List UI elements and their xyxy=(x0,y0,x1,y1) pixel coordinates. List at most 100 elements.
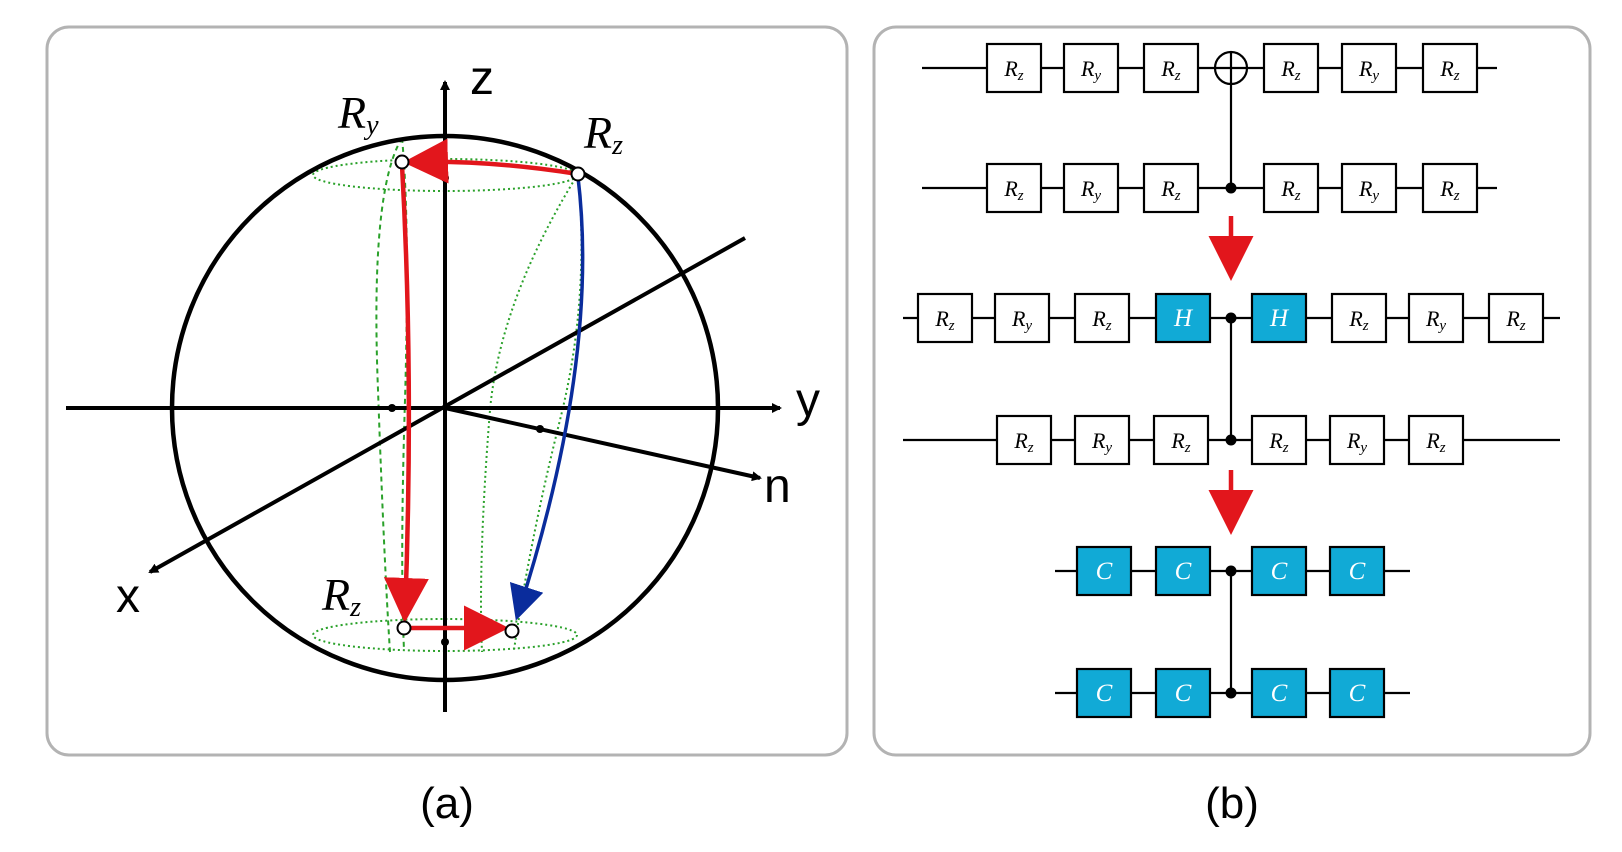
gate-label: H xyxy=(1269,305,1290,332)
y-axis-dot xyxy=(388,404,396,412)
gate-label: Ry xyxy=(1011,306,1032,334)
cz-control xyxy=(1225,565,1237,577)
gate-label: Rz xyxy=(1013,428,1033,456)
gate-box xyxy=(1487,292,1545,344)
z-bottom-dot xyxy=(441,638,449,646)
panel-a-caption: (a) xyxy=(420,779,474,828)
gate-box xyxy=(1073,292,1131,344)
gate-box xyxy=(1250,414,1308,466)
n-axis-dot xyxy=(536,425,544,433)
gate-label: Ry xyxy=(1425,306,1446,334)
gate-label: Rz xyxy=(1439,176,1459,204)
gate-label: Rz xyxy=(1160,56,1180,84)
gate-box xyxy=(1154,545,1212,597)
gate-box xyxy=(1142,162,1200,214)
gate-box xyxy=(1154,667,1212,719)
gate-label: Ry xyxy=(1091,428,1112,456)
gate-label: Rz xyxy=(1425,428,1445,456)
gate-box xyxy=(1250,667,1308,719)
gate-box xyxy=(1073,414,1131,466)
gate-box xyxy=(993,292,1051,344)
gate-label: C xyxy=(1175,680,1192,707)
gate-box xyxy=(916,292,974,344)
gate-label: Ry xyxy=(1080,56,1101,84)
gate-label: C xyxy=(1349,680,1366,707)
gate-label: Rz xyxy=(1170,428,1190,456)
gate-box xyxy=(1328,545,1386,597)
gate-label: Rz xyxy=(1439,56,1459,84)
gate-box xyxy=(1340,42,1398,94)
x-axis-label: x xyxy=(116,570,140,623)
gate-label: C xyxy=(1096,558,1113,585)
gate-box xyxy=(1340,162,1398,214)
gate-label: C xyxy=(1349,558,1366,585)
gate-label: Ry xyxy=(1080,176,1101,204)
panel-b-caption: (b) xyxy=(1205,779,1259,828)
circuit-stage-3: C C C C C C C C xyxy=(1055,545,1410,719)
gate-box xyxy=(1330,292,1388,344)
ry-arc xyxy=(383,164,429,623)
gate-box xyxy=(1407,414,1465,466)
gate-box xyxy=(1407,292,1465,344)
gate-box xyxy=(1075,667,1133,719)
gate-label: Rz xyxy=(1091,306,1111,334)
z-top-dot xyxy=(441,174,449,182)
gate-box xyxy=(985,42,1043,94)
bottom-latitude-ellipse xyxy=(312,618,578,652)
gate-box xyxy=(1062,162,1120,214)
gate-label: C xyxy=(1175,558,1192,585)
gate-label: C xyxy=(1096,680,1113,707)
blue-meridian-right xyxy=(513,173,583,651)
gate-label: Rz xyxy=(1505,306,1525,334)
gate-box xyxy=(1421,162,1479,214)
state-point-after-rz xyxy=(394,154,410,170)
gate-label: Rz xyxy=(1280,56,1300,84)
ry-label-top: RyRy xyxy=(337,87,379,141)
blue-meridian-left xyxy=(480,173,579,653)
gate-box xyxy=(995,414,1053,466)
gate-label: Rz xyxy=(1268,428,1288,456)
state-point-initial xyxy=(570,166,586,182)
gate-label: Rz xyxy=(1348,306,1368,334)
gate-label: Rz xyxy=(934,306,954,334)
cz-control xyxy=(1225,687,1237,699)
cnot-control xyxy=(1225,182,1237,194)
state-point-final xyxy=(504,623,520,639)
x-axis xyxy=(148,236,746,574)
rz-arc-top xyxy=(403,138,579,184)
gate-box xyxy=(985,162,1043,214)
gate-box xyxy=(1328,414,1386,466)
n-axis-label: n xyxy=(764,460,791,513)
gate-label: H xyxy=(1173,305,1194,332)
gate-box xyxy=(1262,162,1320,214)
state-point-after-ry xyxy=(396,620,412,636)
z-axis-label: z xyxy=(470,52,494,105)
gate-box xyxy=(1250,292,1308,344)
gate-label: C xyxy=(1271,680,1288,707)
gate-box xyxy=(1262,42,1320,94)
gate-box xyxy=(1075,545,1133,597)
gate-label: C xyxy=(1271,558,1288,585)
ry-meridian-right xyxy=(401,137,408,651)
gate-box xyxy=(1142,42,1200,94)
gate-box xyxy=(1328,667,1386,719)
gate-box xyxy=(1250,545,1308,597)
n-axis xyxy=(444,406,762,482)
gate-label: Ry xyxy=(1358,56,1379,84)
cz-control xyxy=(1225,434,1237,446)
gate-box xyxy=(1152,414,1210,466)
gate-box xyxy=(1062,42,1120,94)
gate-label: Rz xyxy=(1003,56,1023,84)
gate-box xyxy=(1421,42,1479,94)
gate-label: Ry xyxy=(1346,428,1367,456)
gate-label: Rz xyxy=(1280,176,1300,204)
y-axis-label: y xyxy=(796,374,820,427)
gate-label: Ry xyxy=(1358,176,1379,204)
